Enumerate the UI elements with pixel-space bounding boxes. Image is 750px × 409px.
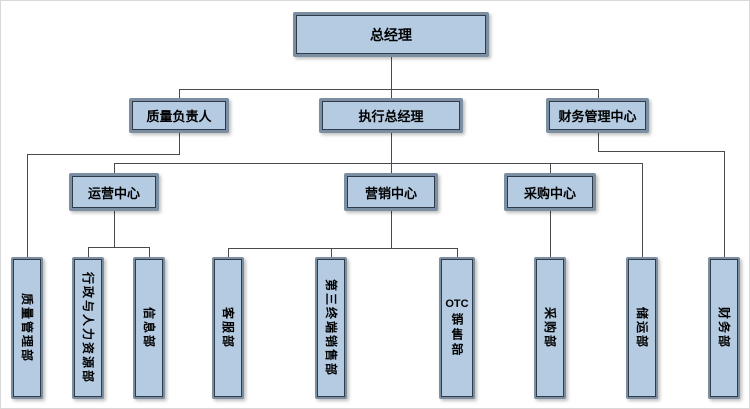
connector-line [228, 248, 229, 257]
node-label: 财务部 [717, 306, 731, 349]
node-label: 质量管理部 [20, 292, 34, 363]
node-label: 储运部 [635, 306, 649, 349]
connector-line [114, 163, 115, 173]
node-label: 信息部 [142, 306, 156, 349]
node-purchasing-dept: 采购部 [534, 257, 566, 399]
connector-line [179, 89, 180, 98]
connector-line [88, 247, 150, 248]
node-customer-service-dept: 客服部 [212, 257, 244, 399]
connector-line [550, 163, 551, 173]
node-procurement-center: 采购中心 [504, 173, 596, 211]
node-quality-management-dept: 质量管理部 [11, 257, 43, 399]
connector-line [179, 89, 599, 90]
connector-line [331, 248, 332, 257]
node-information-dept: 信息部 [133, 257, 165, 399]
connector-line [88, 247, 89, 257]
connector-line [457, 248, 458, 257]
node-label: 执行总经理 [358, 109, 424, 124]
connector-line [391, 133, 392, 173]
connector-line [598, 151, 725, 152]
node-label: 运营中心 [87, 185, 140, 201]
node-label-latin: OTC [445, 298, 469, 310]
connector-line [598, 133, 599, 151]
connector-line [724, 151, 725, 257]
node-third-terminal-sales-dept: 第三终端销售部 [315, 257, 347, 399]
node-general-manager: 总经理 [293, 12, 489, 57]
connector-line [27, 154, 28, 257]
connector-line [228, 248, 458, 249]
node-label: 客服部 [221, 306, 235, 349]
node-otc-sales-dept: OTC 销售部 [439, 257, 475, 399]
connector-line [27, 154, 180, 155]
connector-line [114, 211, 115, 247]
node-label: 销售部 [450, 313, 464, 358]
node-finance-dept: 财务部 [708, 257, 740, 399]
node-finance-management-center: 财务管理中心 [546, 98, 649, 133]
node-label: 总经理 [370, 26, 412, 43]
node-executive-general-manager: 执行总经理 [319, 98, 463, 133]
node-label: 行政与人力资源部 [81, 271, 95, 384]
connector-line [114, 163, 643, 164]
node-operations-center: 运营中心 [69, 173, 159, 211]
connector-line [598, 89, 599, 98]
connector-line [391, 89, 392, 98]
node-label: 采购中心 [523, 185, 576, 201]
connector-line [179, 133, 180, 154]
connector-line [550, 211, 551, 257]
node-quality-lead: 质量负责人 [129, 98, 229, 133]
connector-line [391, 211, 392, 248]
node-label: 营销中心 [364, 185, 417, 201]
node-label: 采购部 [543, 306, 557, 349]
connector-line [149, 247, 150, 257]
node-admin-hr-dept: 行政与人力资源部 [72, 257, 104, 399]
node-label: 质量负责人 [146, 109, 212, 124]
connector-line [642, 163, 643, 257]
node-label: 财务管理中心 [558, 109, 637, 124]
connector-line [391, 57, 392, 89]
node-storage-transport-dept: 储运部 [626, 257, 658, 399]
node-marketing-center: 营销中心 [344, 173, 438, 211]
node-label: 第三终端销售部 [324, 278, 338, 377]
